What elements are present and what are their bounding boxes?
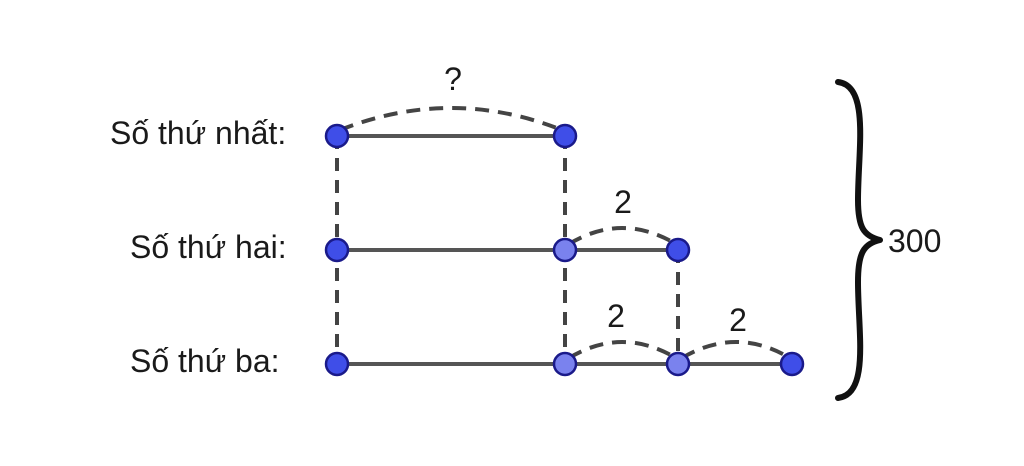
point (665, 237, 691, 263)
arc-second-extra (567, 226, 678, 246)
arc-label-third-a: 2 (607, 298, 625, 334)
point (324, 123, 350, 149)
point (779, 351, 805, 377)
arc-label-unknown: ? (444, 61, 462, 97)
point (552, 123, 578, 149)
total-label: 300 (888, 223, 941, 259)
total-brace (835, 79, 883, 401)
row-label-third: Số thứ ba: (130, 343, 280, 379)
arc-first-unknown (339, 106, 563, 132)
point (324, 237, 350, 263)
arc-label-second: 2 (614, 184, 632, 220)
arc-third-extra-a (567, 340, 678, 360)
row-label-second: Số thứ hai: (130, 229, 287, 265)
arc-label-third-b: 2 (729, 302, 747, 338)
point (665, 351, 691, 377)
row-label-first: Số thứ nhất: (110, 115, 286, 151)
point (324, 351, 350, 377)
point (552, 351, 578, 377)
point (552, 237, 578, 263)
arc-third-extra-b (680, 340, 792, 360)
